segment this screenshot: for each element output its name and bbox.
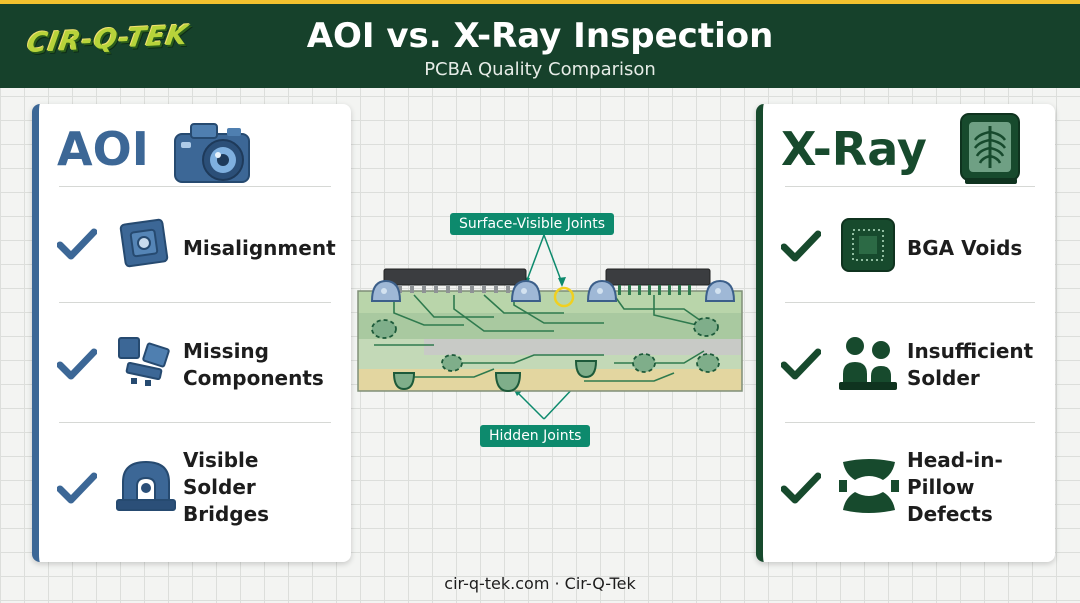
aoi-divider — [59, 186, 331, 187]
solder-balls-icon — [839, 337, 897, 390]
misaligned-chip-icon — [119, 218, 169, 268]
xray-divider — [785, 186, 1035, 187]
aoi-item-label: Missing Components — [183, 339, 324, 390]
check-icon — [781, 230, 821, 262]
aoi-item-misalignment: Misalignment — [39, 192, 351, 292]
xray-divider — [785, 422, 1035, 423]
header-bar: CIR-Q-TEK AOI vs. X-Ray Inspection PCBA … — [0, 0, 1080, 88]
aoi-heading: AOI — [57, 122, 149, 176]
check-icon — [57, 228, 97, 260]
page-title: AOI vs. X-Ray Inspection — [306, 16, 774, 56]
xray-item-bga-voids: BGA Voids — [763, 192, 1055, 292]
head-in-pillow-icon — [839, 459, 899, 513]
surface-joints-callout: Surface-Visible Joints — [450, 213, 614, 235]
xray-item-label: Head-in- Pillow Defects — [907, 448, 1003, 526]
xray-item-head-in-pillow: Head-in- Pillow Defects — [763, 428, 1055, 528]
aoi-item-label: Misalignment — [183, 236, 336, 260]
hidden-joints-callout: Hidden Joints — [480, 425, 591, 447]
page-subtitle: PCBA Quality Comparison — [424, 59, 656, 80]
aoi-divider — [59, 422, 331, 423]
xray-film-icon — [960, 113, 1020, 184]
aoi-panel: AOI Misalignment Mi — [32, 104, 351, 562]
missing-components-icon — [118, 337, 170, 386]
xray-item-label: Insufficient Solder — [907, 339, 1034, 390]
pcb-cross-section — [357, 234, 743, 420]
xray-panel: X-Ray BGA Voids — [756, 104, 1055, 562]
xray-item-insufficient-solder: Insufficient Solder — [763, 308, 1055, 408]
check-icon — [57, 472, 97, 504]
xray-heading: X-Ray — [781, 122, 927, 176]
aoi-item-label: Visible Solder Bridges — [183, 448, 270, 526]
xray-item-label: BGA Voids — [907, 236, 1023, 260]
aoi-item-missing-components: Missing Components — [39, 308, 351, 408]
aoi-divider — [59, 302, 331, 303]
camera-icon — [174, 123, 250, 183]
aoi-item-solder-bridges: Visible Solder Bridges — [39, 428, 351, 528]
footer-text: cir-q-tek.com · Cir-Q-Tek — [444, 574, 636, 593]
check-icon — [781, 348, 821, 380]
pcb-cross-section-diagram: Surface-Visible Joints Hidden Joints — [354, 205, 746, 450]
xray-divider — [785, 302, 1035, 303]
check-icon — [781, 472, 821, 504]
bga-chip-icon — [841, 218, 895, 272]
solder-bridge-icon — [116, 460, 176, 511]
check-icon — [57, 348, 97, 380]
